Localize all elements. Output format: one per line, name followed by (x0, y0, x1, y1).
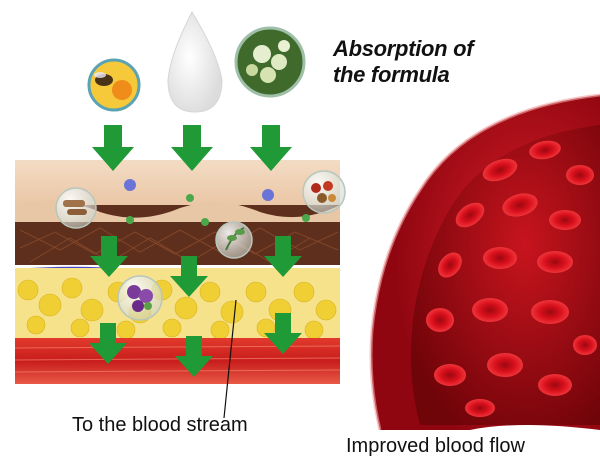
nutrient-particles (124, 179, 310, 226)
red-blood-cell (455, 202, 485, 228)
down-arrow (264, 313, 302, 354)
arrows-mid (90, 236, 302, 297)
plant-sprig-icon (215, 221, 253, 259)
vessel-lumen (411, 125, 600, 425)
red-blood-cell (573, 335, 597, 355)
arrows-top (92, 125, 292, 171)
red-blood-cell (434, 364, 466, 386)
down-arrow (175, 336, 213, 377)
down-arrow (90, 236, 128, 277)
title-line-2: the formula (333, 62, 450, 87)
red-blood-cell (483, 247, 517, 269)
red-blood-cell (438, 252, 462, 278)
blood-flow-label: Improved blood flow (346, 435, 525, 457)
bee-pollen-icon (87, 58, 141, 112)
red-blood-cell (465, 399, 495, 417)
arrows-bottom (89, 313, 302, 377)
muscle-layer (15, 338, 340, 384)
dried-fruit-icon (302, 170, 346, 214)
dried-root-icon (55, 187, 97, 229)
red-blood-cells (426, 140, 597, 417)
down-arrow (250, 125, 292, 171)
purple-flower-icon (117, 275, 163, 321)
vessel-wall-highlight (369, 93, 600, 431)
bloodstream-label: To the blood stream (72, 414, 248, 436)
blood-vessel (369, 93, 600, 431)
down-arrow (170, 256, 208, 297)
down-arrow (171, 125, 213, 171)
diagram-title: Absorption of the formula (333, 36, 533, 88)
down-arrow (92, 125, 134, 171)
red-blood-cell (487, 353, 523, 377)
red-blood-cell (529, 140, 561, 160)
down-arrow (89, 323, 127, 364)
bloodstream-pointer-line (223, 299, 237, 419)
herb-flower-icon (234, 26, 306, 98)
red-blood-cell (549, 210, 581, 230)
title-line-1: Absorption of (333, 36, 474, 61)
red-blood-cell (502, 193, 538, 217)
red-blood-cell (482, 158, 518, 182)
red-blood-cell (538, 374, 572, 396)
red-blood-cell (531, 300, 569, 324)
red-blood-cell (537, 251, 573, 273)
red-blood-cell (426, 308, 454, 332)
milk-drop-icon (167, 10, 223, 113)
red-blood-cell (472, 298, 508, 322)
down-arrow (264, 236, 302, 277)
dermis-top-edge (15, 201, 340, 222)
red-blood-cell (566, 165, 594, 185)
